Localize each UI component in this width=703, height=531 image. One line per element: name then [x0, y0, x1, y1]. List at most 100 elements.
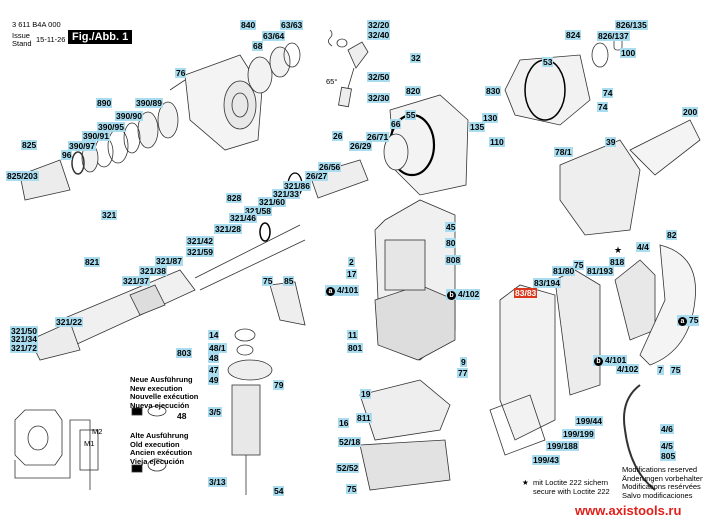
part-label: 3/13 — [208, 477, 227, 487]
part-label: 321/28 — [214, 224, 242, 234]
part-label: 26 — [332, 131, 344, 141]
watermark-link[interactable]: www.axistools.ru — [575, 503, 682, 518]
part-number-text: 199/188 — [547, 441, 578, 451]
part-number-text: 47 — [209, 365, 219, 375]
part-number-text: 3/13 — [209, 477, 226, 487]
part-number-text: 321/33 — [273, 189, 299, 199]
note-line: Änderungen vorbehalten — [622, 473, 703, 483]
part-number-text: 135 — [470, 122, 485, 132]
star-icon: ★ — [522, 478, 529, 487]
note-line: Nouvelle exécution — [130, 392, 199, 401]
part-number-text: 4/102 — [458, 289, 480, 299]
issue-label: Issue — [12, 31, 30, 40]
part-number-text: 82 — [667, 230, 677, 240]
part-label: 100 — [620, 48, 637, 58]
hammer-tube — [29, 159, 369, 361]
part-number-text: 390/91 — [83, 131, 109, 141]
eccentric-gear-right — [504, 37, 623, 126]
part-label: 811 — [356, 413, 372, 423]
part-label: 75 — [262, 276, 274, 286]
part-number-text: 83/83 — [515, 288, 537, 298]
part-number-text: 48 — [177, 411, 187, 421]
note-line: secure with Loctite 222 — [533, 486, 610, 496]
part-label: 828 — [226, 193, 243, 203]
part-number-text: 803 — [177, 348, 192, 358]
part-label: 7 — [657, 365, 664, 375]
part-number-text: 100 — [621, 48, 636, 58]
part-number-text: 801 — [348, 343, 363, 353]
part-label: 48 — [208, 353, 220, 363]
part-number-text: 321/37 — [123, 276, 149, 286]
part-label: 4/6 — [660, 424, 674, 434]
part-number-text: 19 — [361, 389, 371, 399]
part-label: 840 — [240, 20, 257, 30]
part-number-text: 890 — [97, 98, 112, 108]
part-number-text: 830 — [486, 86, 501, 96]
part-label: 75 — [573, 260, 585, 270]
part-label: 55 — [405, 110, 417, 120]
part-label: 200 — [682, 107, 699, 117]
part-label: 14 — [208, 330, 220, 340]
bearing-rings-top — [247, 42, 301, 94]
marker-a: a — [326, 287, 335, 296]
part-label: 390/91 — [82, 131, 110, 141]
part-number-text: 78/1 — [555, 147, 572, 157]
part-label: 78/1 — [554, 147, 573, 157]
part-label: 75 — [670, 365, 682, 375]
part-number-text: 2 — [349, 257, 354, 267]
part-number-text: 828 — [227, 193, 242, 203]
part-label: 321 — [101, 210, 118, 220]
handle-and-gasket — [489, 244, 696, 491]
part-number-text: 390/90 — [116, 111, 142, 121]
star-marker: ★ — [614, 245, 623, 255]
part-number-text: 390/97 — [69, 141, 95, 151]
part-number-text: 825/203 — [7, 171, 38, 181]
part-number-text: 66 — [391, 119, 401, 129]
part-label: 19 — [360, 389, 372, 399]
part-number-text: 321/58 — [245, 206, 271, 216]
part-number-text: 199/43 — [533, 455, 559, 465]
part-number-text: 96 — [62, 150, 72, 160]
part-label: 79 — [273, 380, 285, 390]
part-label: 199/199 — [562, 429, 595, 439]
part-label: 130 — [482, 113, 499, 123]
part-number-text: 75 — [574, 260, 584, 270]
part-label: 808 — [445, 255, 462, 265]
part-number-text: 14 — [209, 330, 219, 340]
part-label: 825/203 — [6, 171, 39, 181]
part-label: 2 — [348, 257, 355, 267]
part-number-text: 39 — [606, 137, 616, 147]
part-label: 4/5 — [660, 441, 674, 451]
part-label: 32/20 — [367, 20, 391, 30]
part-number-text: 26/29 — [350, 141, 372, 151]
part-number-text: 48/1 — [209, 343, 226, 353]
part-label: 81/193 — [586, 266, 614, 276]
part-label: 54 — [273, 486, 285, 496]
part-number-text: 4/4 — [637, 242, 649, 252]
part-label: 826/137 — [597, 31, 630, 41]
part-number-text: 808 — [446, 255, 461, 265]
part-number-text: 80 — [446, 238, 456, 248]
part-number-text: 321/86 — [284, 181, 310, 191]
part-number-text: 81/80 — [553, 266, 575, 276]
part-label: 17 — [346, 269, 358, 279]
note-line: Old execution — [130, 439, 180, 449]
part-number-text: 321/59 — [187, 247, 213, 257]
part-number-text: 75 — [263, 276, 273, 286]
note-line: Modifications resérvées — [622, 482, 701, 491]
part-label: 45 — [445, 222, 457, 232]
part-number-text: 110 — [490, 137, 504, 147]
part-number-text: 53 — [543, 57, 553, 67]
part-label: 26/56 — [318, 162, 342, 172]
part-number-text: 805 — [661, 451, 676, 461]
part-number-text: 83/194 — [534, 278, 560, 288]
part-label: 3/5 — [208, 407, 222, 417]
part-number-text: 321/42 — [187, 236, 213, 246]
part-number-text: 76 — [176, 68, 186, 78]
part-label: 77 — [457, 368, 469, 378]
part-number-text: 32/30 — [368, 93, 390, 103]
part-label: 824 — [565, 30, 582, 40]
part-number-text: 199/44 — [576, 416, 602, 426]
